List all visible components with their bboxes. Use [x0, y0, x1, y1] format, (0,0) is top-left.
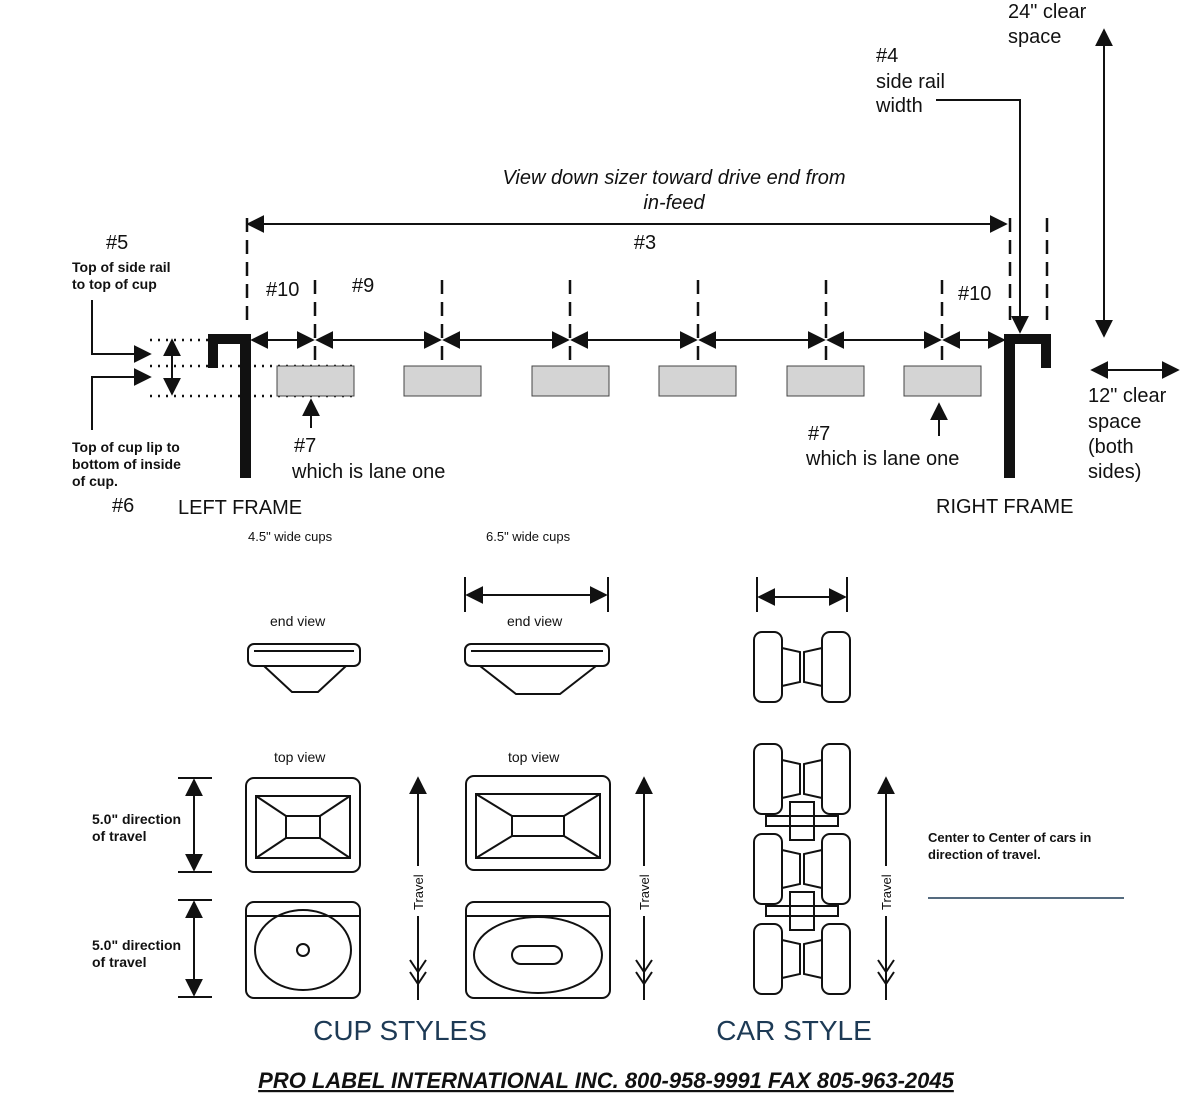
end-view-label-1: end view	[270, 613, 326, 629]
cup-lane-3	[531, 365, 610, 397]
clear-12-c: (both	[1088, 436, 1134, 458]
cup65-oval-view	[465, 901, 611, 999]
cup65-top-view	[465, 775, 611, 871]
clear-12-a: 12" clear	[1088, 385, 1167, 407]
direction-label-2b: of travel	[92, 954, 146, 970]
lane-group	[250, 280, 1006, 362]
n4-label: #4	[876, 45, 898, 67]
car-link-2	[765, 891, 839, 931]
cup45-top-view	[245, 777, 361, 873]
left-frame-label: LEFT FRAME	[178, 497, 302, 519]
view-caption-2: in-feed	[643, 192, 705, 214]
cup-styles-heading: CUP STYLES	[313, 1015, 487, 1046]
n5-desc-2: to top of cup	[72, 276, 157, 292]
cup-lane-1	[276, 365, 355, 397]
n9-label: #9	[352, 275, 374, 297]
cup-lane-6	[903, 365, 982, 397]
left-rail-lip	[208, 334, 218, 368]
car-1	[753, 743, 851, 815]
center-label-2: direction of travel.	[928, 847, 1041, 862]
car-style-heading: CAR STYLE	[716, 1015, 872, 1046]
cups-45-label: 4.5" wide cups	[248, 529, 333, 544]
n4-label-b: side rail	[876, 71, 945, 93]
direction-label-1a: 5.0" direction	[92, 811, 181, 827]
travel-label-bg-1	[408, 866, 428, 916]
travel-label-bg-3	[876, 866, 896, 916]
n6-desc-3: of cup.	[72, 473, 118, 489]
clear-12-b: space	[1088, 411, 1141, 433]
n3-label: #3	[634, 232, 656, 254]
n5-label: #5	[106, 232, 128, 254]
n7-left-label: #7	[294, 435, 316, 457]
travel-label-3: Travel	[879, 874, 894, 910]
right-rail-top	[1004, 334, 1051, 344]
car-chain-top-view	[753, 743, 851, 995]
footer-contact: PRO LABEL INTERNATIONAL INC. 800-958-999…	[258, 1068, 954, 1093]
n5-arrow	[91, 300, 152, 363]
left-frame	[240, 334, 251, 478]
cup-lane-5	[786, 365, 865, 397]
car-3	[753, 923, 851, 995]
right-frame	[1004, 334, 1015, 478]
clear-24-label-b: space	[1008, 26, 1061, 48]
left-rail-top	[208, 334, 251, 344]
n6-desc-2: bottom of inside	[72, 456, 181, 472]
top-view-label-2: top view	[508, 749, 560, 765]
n7-left-desc: which is lane one	[291, 461, 445, 483]
direction-label-2a: 5.0" direction	[92, 937, 181, 953]
travel-label-bg-2	[634, 866, 654, 916]
n7-right-desc: which is lane one	[805, 448, 959, 470]
top-view-label-1: top view	[274, 749, 326, 765]
side-rail-arrow	[936, 99, 1029, 334]
center-label-1: Center to Center of cars in	[928, 830, 1091, 845]
car-end-view	[753, 631, 851, 703]
travel-label-2: Travel	[637, 874, 652, 910]
direction-label-1b: of travel	[92, 828, 146, 844]
cup-lane-4	[658, 365, 737, 397]
view-caption-1: View down sizer toward drive end from	[502, 167, 845, 189]
n5-desc-1: Top of side rail	[72, 259, 171, 275]
clear-12-d: sides)	[1088, 461, 1141, 483]
car-link-1	[765, 801, 839, 841]
n4-label-c: width	[875, 95, 923, 117]
travel-label-1: Travel	[411, 874, 426, 910]
n10-right-label: #10	[958, 283, 991, 305]
cup45-round-view	[245, 901, 361, 999]
cup-lane-2	[403, 365, 482, 397]
n7-right-label: #7	[808, 423, 830, 445]
right-frame-label: RIGHT FRAME	[936, 496, 1073, 518]
n6-arrow	[91, 368, 152, 430]
cup45-end-view	[247, 643, 361, 693]
right-rail-lip	[1041, 334, 1051, 368]
n10-left-label: #10	[266, 279, 299, 301]
car-2	[753, 833, 851, 905]
n6-label: #6	[112, 495, 134, 517]
cups-65-label: 6.5" wide cups	[486, 529, 571, 544]
n6-desc-1: Top of cup lip to	[72, 439, 180, 455]
cup65-end-view	[464, 643, 610, 695]
end-view-label-2: end view	[507, 613, 563, 629]
clear-24-label: 24" clear	[1008, 1, 1087, 23]
